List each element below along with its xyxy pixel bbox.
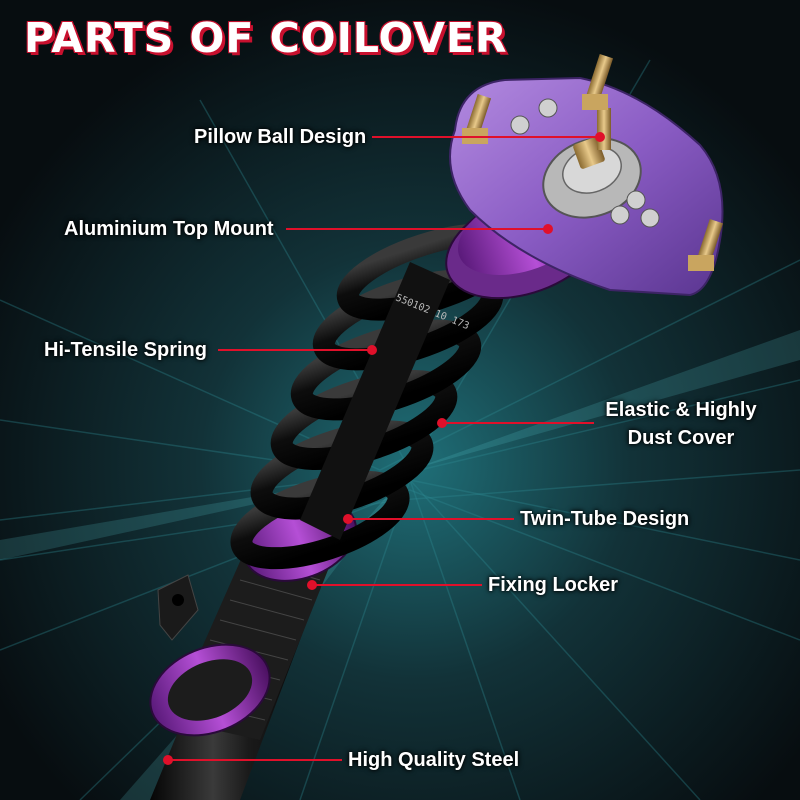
label-fixing-locker: Fixing Locker	[488, 574, 619, 596]
bracket-hole	[172, 594, 184, 606]
callout-spring-dot	[367, 345, 377, 355]
label-dust-cover-line2: Dust Cover	[627, 427, 735, 449]
label-dust-cover: Elastic & Highly Dust Cover	[596, 396, 766, 452]
label-aluminium-top-mount: Aluminium Top Mount	[64, 218, 274, 240]
mount-studs	[462, 54, 724, 271]
dust-cover	[300, 262, 450, 540]
page-title: PARTS OF COILOVER	[24, 14, 508, 62]
callout-top-mount-dot	[543, 224, 553, 234]
label-hi-tensile-spring: Hi-Tensile Spring	[44, 339, 207, 361]
callout-twin-tube-dot	[343, 514, 353, 524]
label-high-quality-steel: High Quality Steel	[348, 749, 520, 771]
callout-dust-cover-dot	[437, 418, 447, 428]
lower-lock-ring-inner	[167, 659, 253, 721]
label-twin-tube-design: Twin-Tube Design	[520, 508, 690, 530]
center-bolt	[597, 108, 611, 150]
hex-bolts	[510, 98, 660, 228]
callout-fixing-locker-dot	[307, 580, 317, 590]
mounting-bracket	[157, 574, 199, 641]
callout-steel-dot	[163, 755, 173, 765]
label-pillow-ball-design: Pillow Ball Design	[194, 126, 367, 148]
callout-lines	[163, 132, 605, 765]
center-nut	[573, 137, 605, 169]
callout-pillow-ball-dot	[595, 132, 605, 142]
label-dust-cover-line1: Elastic & Highly	[605, 399, 757, 421]
